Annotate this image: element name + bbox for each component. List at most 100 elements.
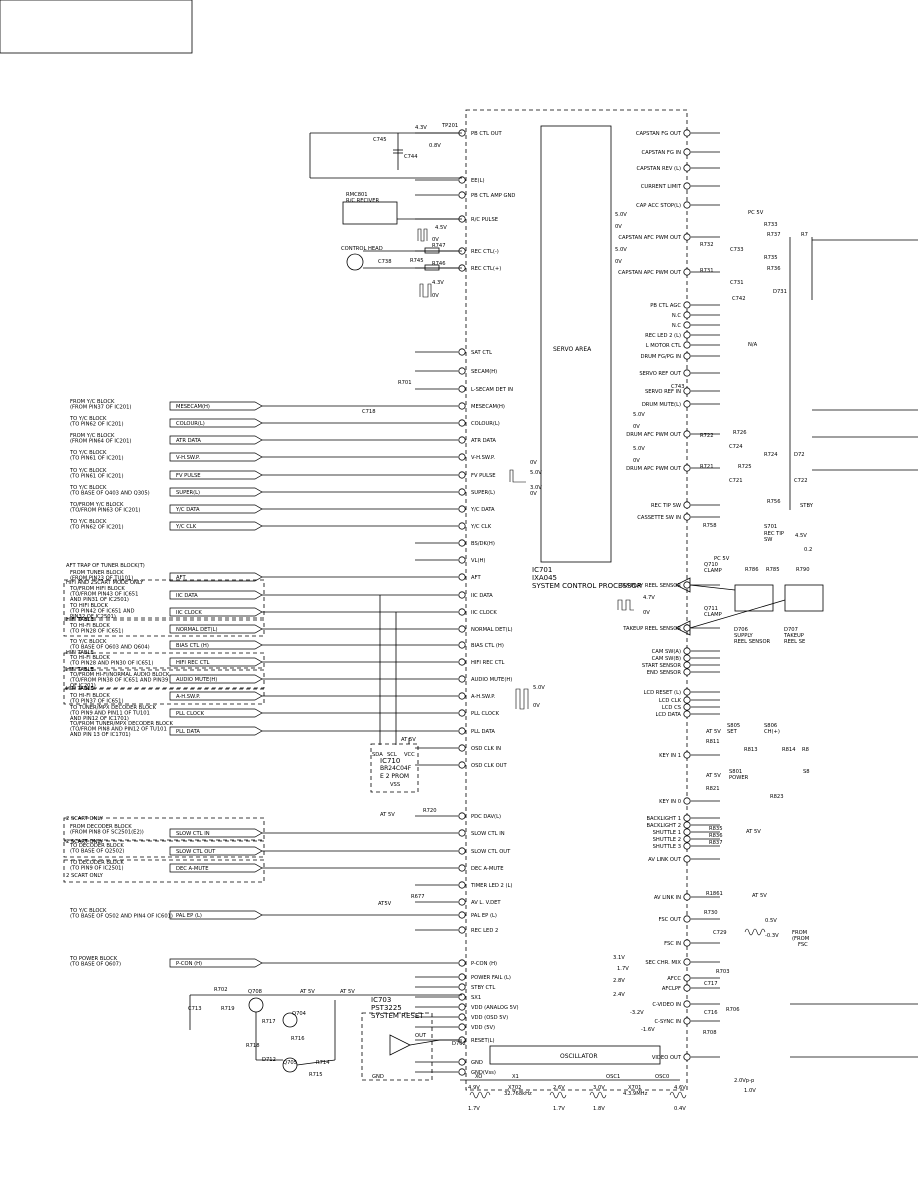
component-label: 3.0V (593, 1085, 605, 1091)
left-pin-label: VDD (5V) (471, 1025, 495, 1031)
dashed-note-label: 2 SCART ONLY (66, 816, 104, 822)
signal-arrow (169, 910, 263, 920)
dashed-note-label: 2 SCART ONLY (66, 873, 104, 879)
left-pin-node (458, 608, 466, 616)
left-pin-label: BIAS CTL (H) (471, 643, 504, 649)
signal-arrow-label: BIAS CTL (H) (176, 643, 209, 649)
left-pin-label: L-SECAM DET IN (471, 387, 513, 393)
component-label: 2.4V (613, 992, 625, 998)
signal-arrow (169, 863, 263, 873)
left-pin-node (458, 829, 466, 837)
component-label: C716 (704, 1010, 718, 1016)
signal-arrow (169, 590, 263, 600)
block-note-line: (TO PIN62 OF IC201) (70, 525, 124, 531)
block-note-line: AND PIN 13 OF IC1701) (70, 732, 131, 738)
component-label: D706 (734, 627, 748, 633)
right-pin-label: FSC IN (664, 941, 681, 947)
component-label: R732 (700, 242, 714, 248)
block-note-line: (TO PIN28 AND PIN30 OF IC651) (70, 661, 153, 667)
right-pin-node (683, 842, 691, 850)
component-label: R706 (726, 1007, 740, 1013)
component-label: S801 (729, 769, 742, 775)
signal-arrow-label: ATR DATA (176, 438, 201, 444)
component-label: R745 (410, 258, 424, 264)
component-label: CONTROL HEAD (341, 246, 383, 252)
right-pin-node (683, 148, 691, 156)
left-pin-node (458, 983, 466, 991)
right-pin-label: CAM SW(A) (652, 649, 681, 655)
component-label: R719 (221, 1006, 235, 1012)
dashed-note-label: HIFI AND 2SCART MODE ONLY (66, 580, 144, 586)
component-label: C713 (188, 1006, 202, 1012)
component-label: R703 (716, 969, 730, 975)
right-pin-node (683, 710, 691, 718)
component-label: 5.0V (615, 212, 627, 218)
block-note-line: (TO BASE OF Q607) (70, 962, 121, 968)
block-note-line: TO Y/C BLOCK (69, 450, 107, 456)
left-pin-node (458, 471, 466, 479)
component-label: AT 5V (706, 729, 721, 735)
component-label: -0.3V (765, 933, 779, 939)
component-label: R823 (770, 794, 784, 800)
block-note-line: (TO BASE OF Q603 AND Q604) (70, 645, 150, 651)
left-pin-node (458, 727, 466, 735)
component-label: SUPPLY (734, 633, 754, 639)
component-label: R715 (309, 1072, 323, 1078)
block-note-line: (FROM PIN8 OF SC2501(E2)) (70, 830, 144, 836)
component-label: (FROM (792, 936, 809, 942)
signal-arrow-label: P-CON (H) (176, 961, 202, 967)
ic701-ref: IC701 (532, 566, 552, 574)
component-label: R733 (764, 222, 778, 228)
right-pin-label: LCD CS (662, 705, 681, 711)
component-label: R718 (246, 1043, 260, 1049)
left-pin-label: BS/DK(H) (471, 541, 495, 547)
block-note-line: FROM TUNER BLOCK (70, 570, 124, 576)
block-note-line: TO HIFI BLOCK (69, 603, 108, 609)
right-pin-label: C-SYNC IN (654, 1019, 681, 1025)
component-label: R821 (706, 786, 720, 792)
component-label: -1.6V (641, 1027, 655, 1033)
component-label: POWER (729, 775, 749, 781)
signal-arrow-label: V-H.SW.P. (176, 455, 200, 461)
component-label: 1.7V (553, 1106, 565, 1112)
signal-arrow-label: MESECAM(H) (176, 404, 210, 410)
component-label: AT 5V (340, 989, 355, 995)
hifi-dashed-box-2 (63, 619, 265, 637)
signal-arrow-label: Y/C CLK (175, 524, 197, 530)
left-pin-node (458, 744, 466, 752)
right-pin-node (683, 958, 691, 966)
hifi-dashed-box-5 (63, 688, 265, 705)
right-pin-node (683, 341, 691, 349)
block-note-line: (TO PIN42 OF IC651 AND (70, 609, 135, 615)
ic701-desc: SYSTEM CONTROL PROCESSOR (532, 582, 642, 590)
ic701-boundary (465, 109, 688, 1091)
block-note-group: FROM Y/C BLOCK(FROM PIN37 OF IC201)TO Y/… (69, 399, 174, 968)
component-label: R702 (214, 987, 228, 993)
component-label: 0.4V (674, 1106, 686, 1112)
oscillator-label: OSCILLATOR (560, 1053, 598, 1060)
block-note-line: (TO PIN9 AND PIN11 OF TU101 (70, 711, 150, 717)
component-label: N/A (748, 342, 758, 348)
component-label: REEL SENSOR (734, 639, 771, 645)
right-pin-node (683, 430, 691, 438)
left-pin-node (458, 881, 466, 889)
ic710-pin-sda: SDA (372, 752, 383, 758)
left-pin-label: SAT CTL (471, 350, 492, 356)
component-label: X701 (628, 1085, 641, 1091)
component-label: 0V (633, 424, 640, 430)
right-pin-node (683, 703, 691, 711)
left-pin-label: V-H.SW.P. (471, 455, 495, 461)
scart-dashed-box-1 (63, 817, 265, 841)
signal-arrow (169, 958, 263, 968)
component-label: 2.6V (553, 1085, 565, 1091)
block-note-line: (TO BASE OF Q502 AND PIN4 OF IC601) (70, 914, 173, 920)
right-pin-label: DRUM APC PWM OUT (626, 466, 682, 472)
component-label: R722 (700, 433, 714, 439)
signal-arrow-label: AFT (176, 575, 186, 581)
left-pin-label: VDD (ANALOG 5V) (471, 1005, 519, 1011)
component-label: 4.3V (415, 125, 427, 131)
block-note-line: TO DECODER BLOCK (69, 860, 124, 866)
component-label: 4.5V (435, 225, 447, 231)
left-pin-node (458, 522, 466, 530)
